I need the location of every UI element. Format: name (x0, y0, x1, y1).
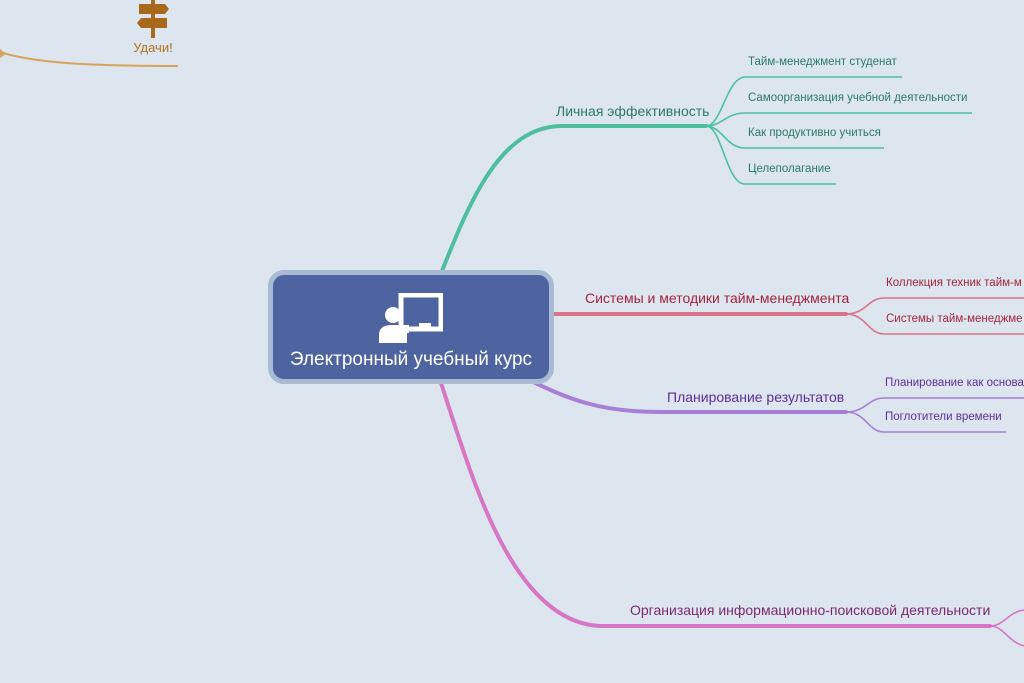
leaf-student-time-management[interactable]: Тайм-менеджмент студенат (748, 56, 897, 68)
branch-connector-info-search (438, 378, 992, 628)
leaf-productive-learning[interactable]: Как продуктивно учиться (748, 127, 881, 139)
luck-node[interactable]: Удачи! (126, 0, 180, 55)
leaf-techniques-collection[interactable]: Коллекция техник тайм-м (886, 277, 1022, 289)
central-topic[interactable]: Электронный учебный курс (268, 270, 554, 384)
leaf-tm-systems[interactable]: Системы тайм-менеджме (886, 313, 1023, 325)
branch-connector-planning (523, 376, 848, 414)
leaf-time-wasters[interactable]: Поглотители времени (885, 411, 1002, 423)
signpost-icon (137, 0, 169, 38)
leaf-planning-basis[interactable]: Планирование как основа (885, 377, 1024, 389)
luck-connector (0, 51, 179, 67)
branch-personal-efficiency[interactable]: Личная эффективность (556, 103, 710, 119)
luck-label: Удачи! (133, 40, 173, 55)
branch-time-management-systems[interactable]: Системы и методики тайм-менеджмента (585, 290, 850, 306)
central-topic-title: Электронный учебный курс (289, 349, 533, 370)
branch-results-planning[interactable]: Планирование результатов (667, 389, 845, 405)
leaf-goal-setting[interactable]: Целеполагание (748, 163, 831, 175)
luck-arrow (0, 49, 6, 58)
branch-info-search[interactable]: Организация информационно-поисковой деят… (630, 602, 991, 618)
teacher-board-icon (379, 293, 443, 343)
leaf-self-organization[interactable]: Самоорганизация учебной деятельности (748, 92, 968, 104)
branch-connector-personal-efficiency (438, 124, 708, 278)
